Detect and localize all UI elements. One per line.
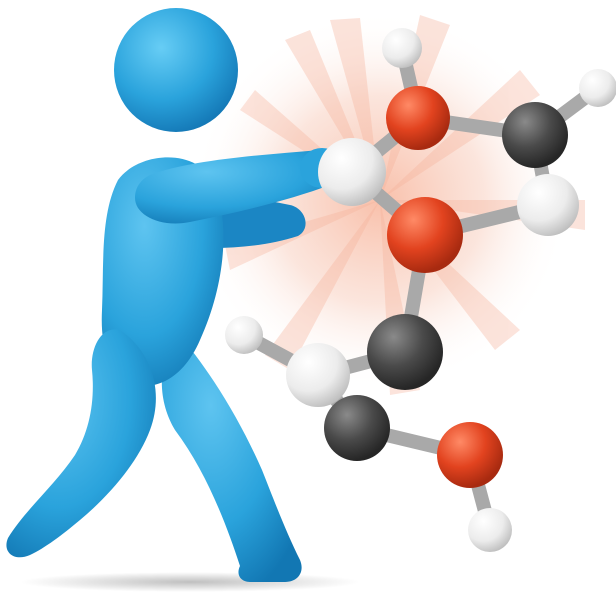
- blue-figure: [6, 8, 344, 582]
- ground-shadow: [20, 572, 360, 592]
- oxygen-atom: [386, 86, 450, 150]
- figure-front-arm: [135, 149, 341, 224]
- figure-back-leg: [161, 330, 302, 582]
- molecule-atoms-back: [225, 28, 616, 552]
- oxygen-atom: [437, 422, 503, 488]
- carbon-atom: [367, 314, 443, 390]
- hydrogen-atom: [468, 508, 512, 552]
- hydrogen-atom: [579, 69, 616, 107]
- figure-front-leg: [6, 329, 156, 558]
- hydrogen-atom: [286, 343, 350, 407]
- molecule-atoms-front: [318, 138, 386, 206]
- hydrogen-atom: [382, 28, 422, 68]
- carbon-atom: [502, 102, 568, 168]
- figure-head: [114, 8, 238, 132]
- hydrogen-atom: [225, 316, 263, 354]
- oxygen-atom: [387, 197, 463, 273]
- carbon-atom: [324, 395, 390, 461]
- hydrogen-atom: [517, 174, 579, 236]
- hydrogen-atom: [318, 138, 386, 206]
